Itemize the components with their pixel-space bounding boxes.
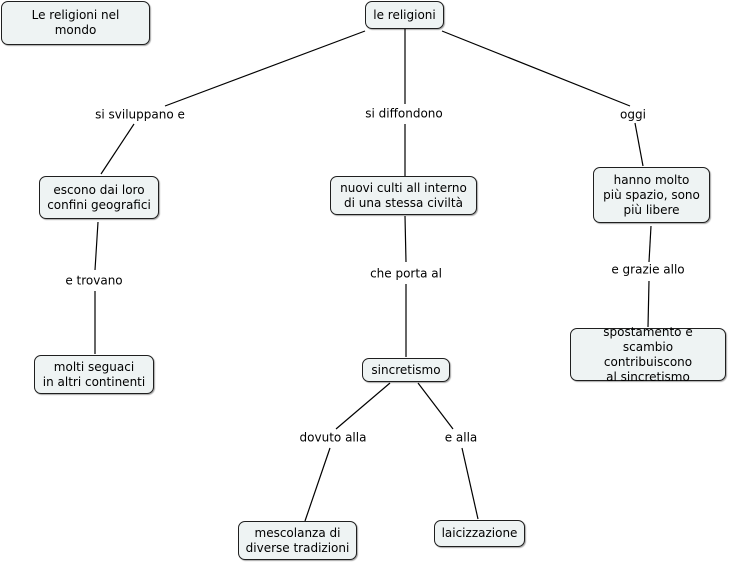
connector-root-left bbox=[164, 30, 366, 107]
connector-dovuto-left bbox=[304, 447, 331, 522]
connector-sincretismo-right bbox=[417, 382, 454, 430]
root-node: le religioni bbox=[365, 1, 444, 29]
link-label-e-alla: e alla bbox=[441, 430, 481, 446]
connector-left-concept bbox=[100, 123, 135, 175]
left-result-node: molti seguaci in altri continenti bbox=[34, 355, 154, 394]
link-label-e-grazie-allo: e grazie allo bbox=[608, 262, 688, 278]
right-result-node: spostamento e scambio contribuiscono al … bbox=[570, 325, 726, 384]
connector-sincretismo-left bbox=[335, 382, 391, 430]
connector-right-lower-b bbox=[647, 280, 650, 328]
link-label-left: si sviluppano e bbox=[92, 107, 188, 123]
left-concept-node: escono dai loro confini geografici bbox=[39, 176, 159, 219]
laicizzazione-node: laicizzazione bbox=[434, 520, 525, 547]
connector-right-concept bbox=[634, 122, 644, 167]
link-label-dovuto-alla: dovuto alla bbox=[296, 430, 370, 446]
connector-ealla-right bbox=[461, 447, 479, 520]
link-label-middle: si diffondono bbox=[362, 106, 446, 122]
connector-middle-lower-a bbox=[404, 215, 407, 263]
link-label-e-trovano: e trovano bbox=[62, 273, 126, 289]
connector-root-right bbox=[441, 30, 631, 107]
map-title: Le religioni nel mondo bbox=[1, 1, 150, 45]
connector-left-lower-a bbox=[94, 221, 99, 271]
middle-concept-node: nuovi culti all interno di una stessa ci… bbox=[330, 176, 477, 215]
connector-right-lower-a bbox=[648, 225, 652, 263]
right-concept-node: hanno molto più spazio, sono più libere bbox=[593, 167, 710, 223]
link-label-che-porta-al: che porta al bbox=[367, 266, 445, 282]
mescolanza-node: mescolanza di diverse tradizioni bbox=[238, 521, 357, 560]
link-label-right: oggi bbox=[617, 107, 649, 123]
sincretismo-node: sincretismo bbox=[362, 358, 450, 382]
